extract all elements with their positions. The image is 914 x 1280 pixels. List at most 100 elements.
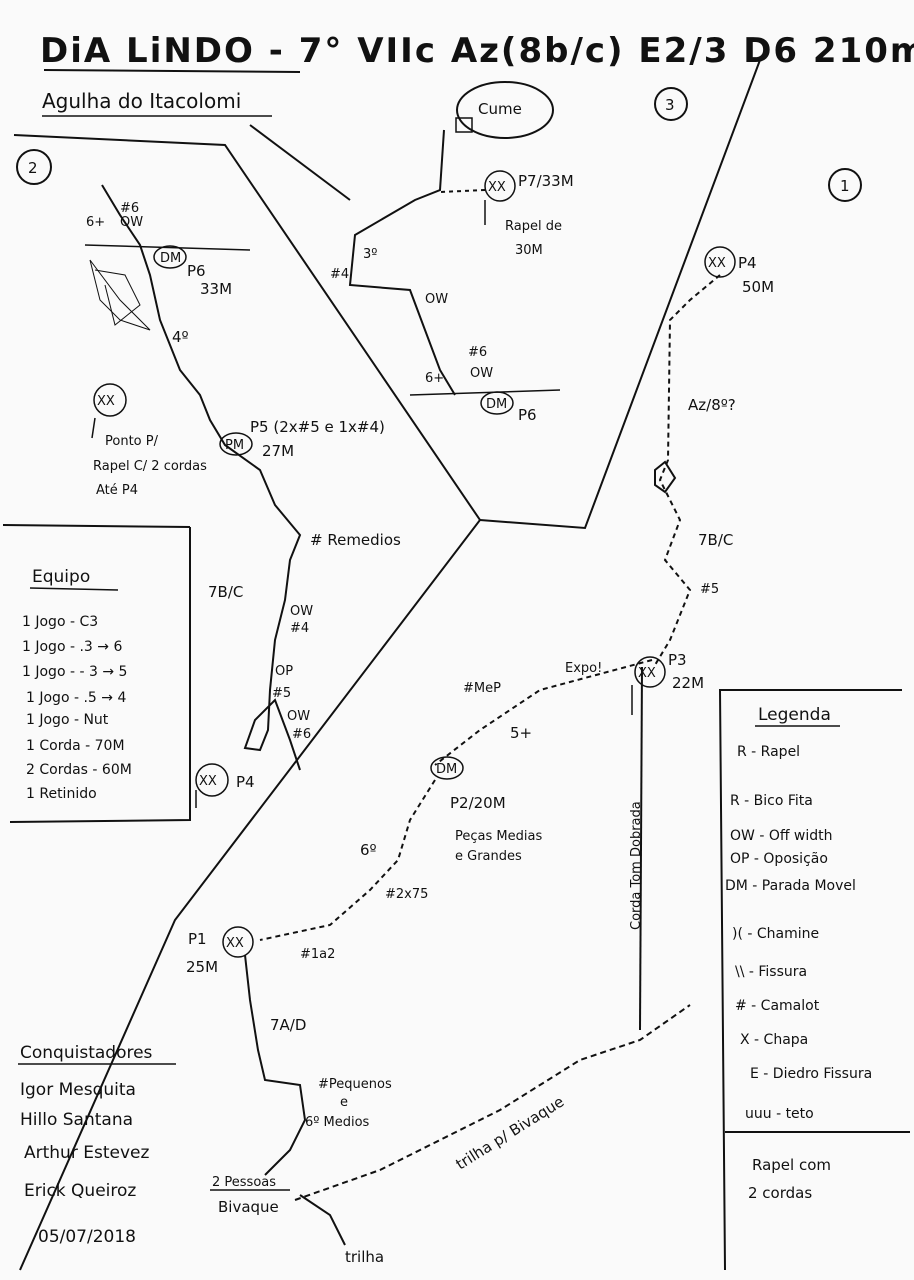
svg-text:#5: #5 bbox=[272, 686, 291, 701]
legend-item: OP - Oposição bbox=[730, 851, 828, 867]
equipment-item: 1 Jogo - - 3 → 5 bbox=[22, 664, 127, 680]
equipment-item: 1 Retinido bbox=[26, 786, 97, 802]
svg-text:7B/C: 7B/C bbox=[208, 583, 243, 601]
climber-name: Arthur Estevez bbox=[24, 1143, 149, 1163]
svg-text:4º: 4º bbox=[172, 328, 189, 346]
climber-name: Hillo Santana bbox=[20, 1110, 133, 1130]
legend-item: )( - Chamine bbox=[732, 926, 819, 942]
first-ascent-block: Conquistadores Igor Mesquita Hillo Santa… bbox=[18, 1043, 176, 1247]
svg-text:XX: XX bbox=[226, 936, 244, 951]
legend-item: DM - Parada Movel bbox=[725, 878, 856, 894]
svg-text:3º: 3º bbox=[363, 247, 377, 262]
svg-text:P4: P4 bbox=[738, 254, 757, 272]
svg-text:e: e bbox=[340, 1095, 348, 1110]
middle-panel-labels: XX P7/33M Rapel de 30M 3º #4 OW #6 OW 6+… bbox=[330, 170, 574, 424]
svg-text:6º Medios: 6º Medios bbox=[305, 1115, 370, 1130]
svg-text:2: 2 bbox=[28, 159, 38, 177]
svg-text:#MeP: #MeP bbox=[463, 681, 501, 696]
equipment-item: 2 Cordas - 60M bbox=[26, 762, 132, 778]
svg-text:7B/C: 7B/C bbox=[698, 531, 733, 549]
svg-text:#Pequenos: #Pequenos bbox=[318, 1077, 392, 1092]
legend-item: R - Bico Fita bbox=[730, 793, 813, 809]
svg-text:#4: #4 bbox=[330, 267, 349, 282]
svg-text:XX: XX bbox=[199, 774, 217, 789]
svg-text:OW: OW bbox=[287, 709, 310, 724]
svg-text:Peças Medias: Peças Medias bbox=[455, 829, 542, 844]
svg-text:27M: 27M bbox=[262, 442, 294, 460]
svg-text:7A/D: 7A/D bbox=[270, 1016, 306, 1034]
equipment-item: 1 Jogo - .5 → 4 bbox=[26, 690, 126, 706]
svg-text:Rapel C/ 2 cordas: Rapel C/ 2 cordas bbox=[93, 459, 207, 474]
svg-text:P5 (2x#5 e 1x#4): P5 (2x#5 e 1x#4) bbox=[250, 418, 385, 436]
svg-text:3: 3 bbox=[665, 96, 675, 114]
summit-marker: Cume bbox=[455, 81, 554, 139]
svg-text:25M: 25M bbox=[186, 958, 218, 976]
equipment-item: 1 Jogo - C3 bbox=[22, 614, 98, 630]
svg-text:1: 1 bbox=[840, 177, 850, 195]
svg-text:OP: OP bbox=[275, 664, 293, 679]
legend-item: uuu - teto bbox=[745, 1106, 814, 1122]
climber-name: Erick Queiroz bbox=[24, 1181, 136, 1201]
ascent-date: 05/07/2018 bbox=[38, 1227, 136, 1247]
right-panel-labels: XX P4 50M Az/8º? 7B/C #5 XX P3 22M Expo!… bbox=[300, 246, 774, 962]
svg-text:OW: OW bbox=[470, 366, 493, 381]
svg-text:Ponto P/: Ponto P/ bbox=[105, 434, 159, 449]
svg-text:OW: OW bbox=[120, 215, 143, 230]
svg-text:6º: 6º bbox=[360, 841, 377, 859]
svg-text:OW: OW bbox=[290, 604, 313, 619]
svg-text:XX: XX bbox=[488, 180, 506, 195]
svg-text:#5: #5 bbox=[700, 582, 719, 597]
svg-text:XX: XX bbox=[708, 256, 726, 271]
svg-text:22M: 22M bbox=[672, 674, 704, 692]
svg-text:Expo!: Expo! bbox=[565, 661, 602, 676]
svg-text:Bivaque: Bivaque bbox=[218, 1198, 279, 1216]
route-line-panel-1 bbox=[434, 274, 721, 1031]
svg-text:#6: #6 bbox=[120, 201, 139, 216]
svg-text:P4: P4 bbox=[236, 773, 255, 791]
svg-text:PM: PM bbox=[225, 438, 244, 453]
svg-text:Cume: Cume bbox=[478, 100, 522, 118]
svg-text:OW: OW bbox=[425, 292, 448, 307]
svg-text:XX: XX bbox=[97, 394, 115, 409]
svg-text:#2x75: #2x75 bbox=[385, 887, 428, 902]
legend-item: # - Camalot bbox=[735, 998, 820, 1014]
svg-text:Az/8º?: Az/8º? bbox=[688, 396, 736, 414]
svg-text:50M: 50M bbox=[742, 278, 774, 296]
svg-text:Até P4: Até P4 bbox=[96, 483, 138, 498]
svg-text:2 cordas: 2 cordas bbox=[748, 1184, 812, 1202]
svg-text:Rapel de: Rapel de bbox=[505, 219, 562, 234]
svg-text:# Remedios: # Remedios bbox=[310, 531, 401, 549]
svg-text:DM: DM bbox=[486, 397, 507, 412]
svg-text:30M: 30M bbox=[515, 243, 543, 258]
svg-text:6+: 6+ bbox=[425, 371, 444, 386]
equipment-item: 1 Jogo - Nut bbox=[26, 712, 109, 728]
legend-item: E - Diedro Fissura bbox=[750, 1066, 872, 1082]
svg-text:P7/33M: P7/33M bbox=[518, 172, 574, 190]
equipment-box: Equipo 1 Jogo - C3 1 Jogo - .3 → 6 1 Jog… bbox=[9, 527, 191, 823]
left-panel-labels: 6+ #6 OW DM P6 33M 4º XX Ponto P/ Rapel … bbox=[86, 201, 401, 808]
equipment-item: 1 Jogo - .3 → 6 bbox=[22, 639, 122, 655]
panel-1-marker: 1 bbox=[828, 168, 862, 202]
climber-name: Igor Mesquita bbox=[20, 1080, 136, 1100]
svg-text:XX: XX bbox=[638, 666, 656, 681]
svg-text:DM: DM bbox=[160, 251, 181, 266]
legend-title: Legenda bbox=[758, 705, 831, 725]
svg-text:DM: DM bbox=[436, 762, 457, 777]
legend-item: OW - Off width bbox=[730, 828, 833, 844]
svg-text:Rapel com: Rapel com bbox=[752, 1156, 831, 1174]
svg-text:6+: 6+ bbox=[86, 215, 105, 230]
svg-text:33M: 33M bbox=[200, 280, 232, 298]
equipment-title: Equipo bbox=[32, 567, 90, 587]
route-title: DiA LiNDO - 7° VIIc Az(8b/c) E2/3 D6 210… bbox=[40, 31, 914, 71]
svg-text:e Grandes: e Grandes bbox=[455, 849, 522, 864]
legend-item: R - Rapel bbox=[737, 744, 800, 760]
route-subtitle: Agulha do Itacolomi bbox=[42, 89, 241, 113]
svg-text:#1a2: #1a2 bbox=[300, 947, 335, 962]
svg-text:P1: P1 bbox=[188, 930, 207, 948]
route-line-panel-2 bbox=[84, 184, 302, 771]
svg-text:Corda Tom Dobrada: Corda Tom Dobrada bbox=[629, 801, 644, 930]
svg-text:P2/20M: P2/20M bbox=[450, 794, 506, 812]
equipment-item: 1 Corda - 70M bbox=[26, 738, 125, 754]
svg-text:P3: P3 bbox=[668, 651, 687, 669]
